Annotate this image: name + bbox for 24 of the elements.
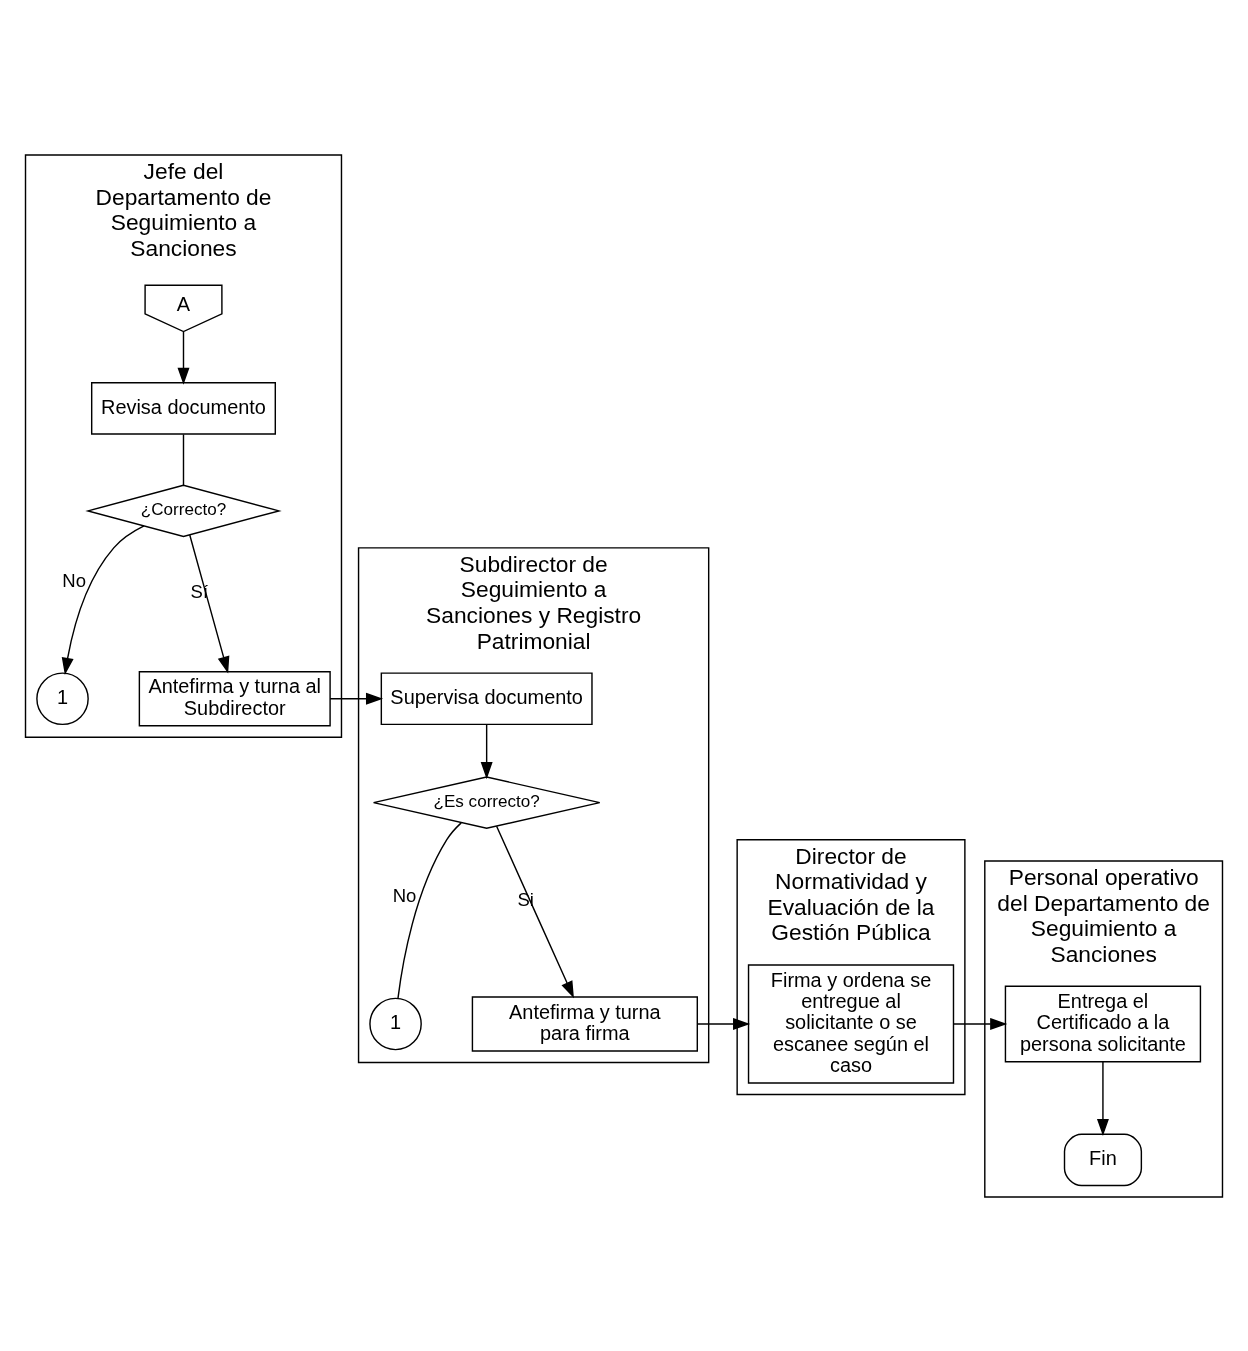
node-diamond: ¿Correcto? bbox=[85, 484, 282, 537]
arrow bbox=[329, 692, 384, 705]
arrow bbox=[177, 330, 190, 385]
node-box: Fin bbox=[1063, 1133, 1143, 1186]
arrow bbox=[953, 1017, 1008, 1030]
arrow bbox=[495, 825, 574, 998]
arrow bbox=[1096, 1060, 1109, 1136]
connector bbox=[182, 433, 185, 486]
arrow bbox=[480, 723, 493, 779]
edge-label: No bbox=[392, 884, 417, 906]
arrow bbox=[696, 1017, 751, 1030]
node-circle: 1 bbox=[36, 671, 89, 725]
node-circle: 1 bbox=[369, 997, 422, 1050]
node-box: Entrega el Certificado a la persona solicitante bbox=[1004, 985, 1202, 1062]
node-box: Supervisa documento bbox=[380, 671, 593, 725]
node-diamond: ¿Es correcto? bbox=[372, 775, 601, 829]
node-box: Antefirma y turna al Subdirector bbox=[138, 670, 331, 726]
node-box: Revisa documento bbox=[91, 381, 276, 435]
arrow bbox=[189, 533, 230, 674]
node-box: Antefirma y turna para firma bbox=[471, 995, 698, 1052]
connector bbox=[397, 821, 462, 999]
node-box: Firma y ordena se entregue al solicitante o se escanee según el caso bbox=[747, 963, 955, 1084]
edge-label: No bbox=[62, 569, 87, 591]
arrow bbox=[61, 524, 145, 675]
